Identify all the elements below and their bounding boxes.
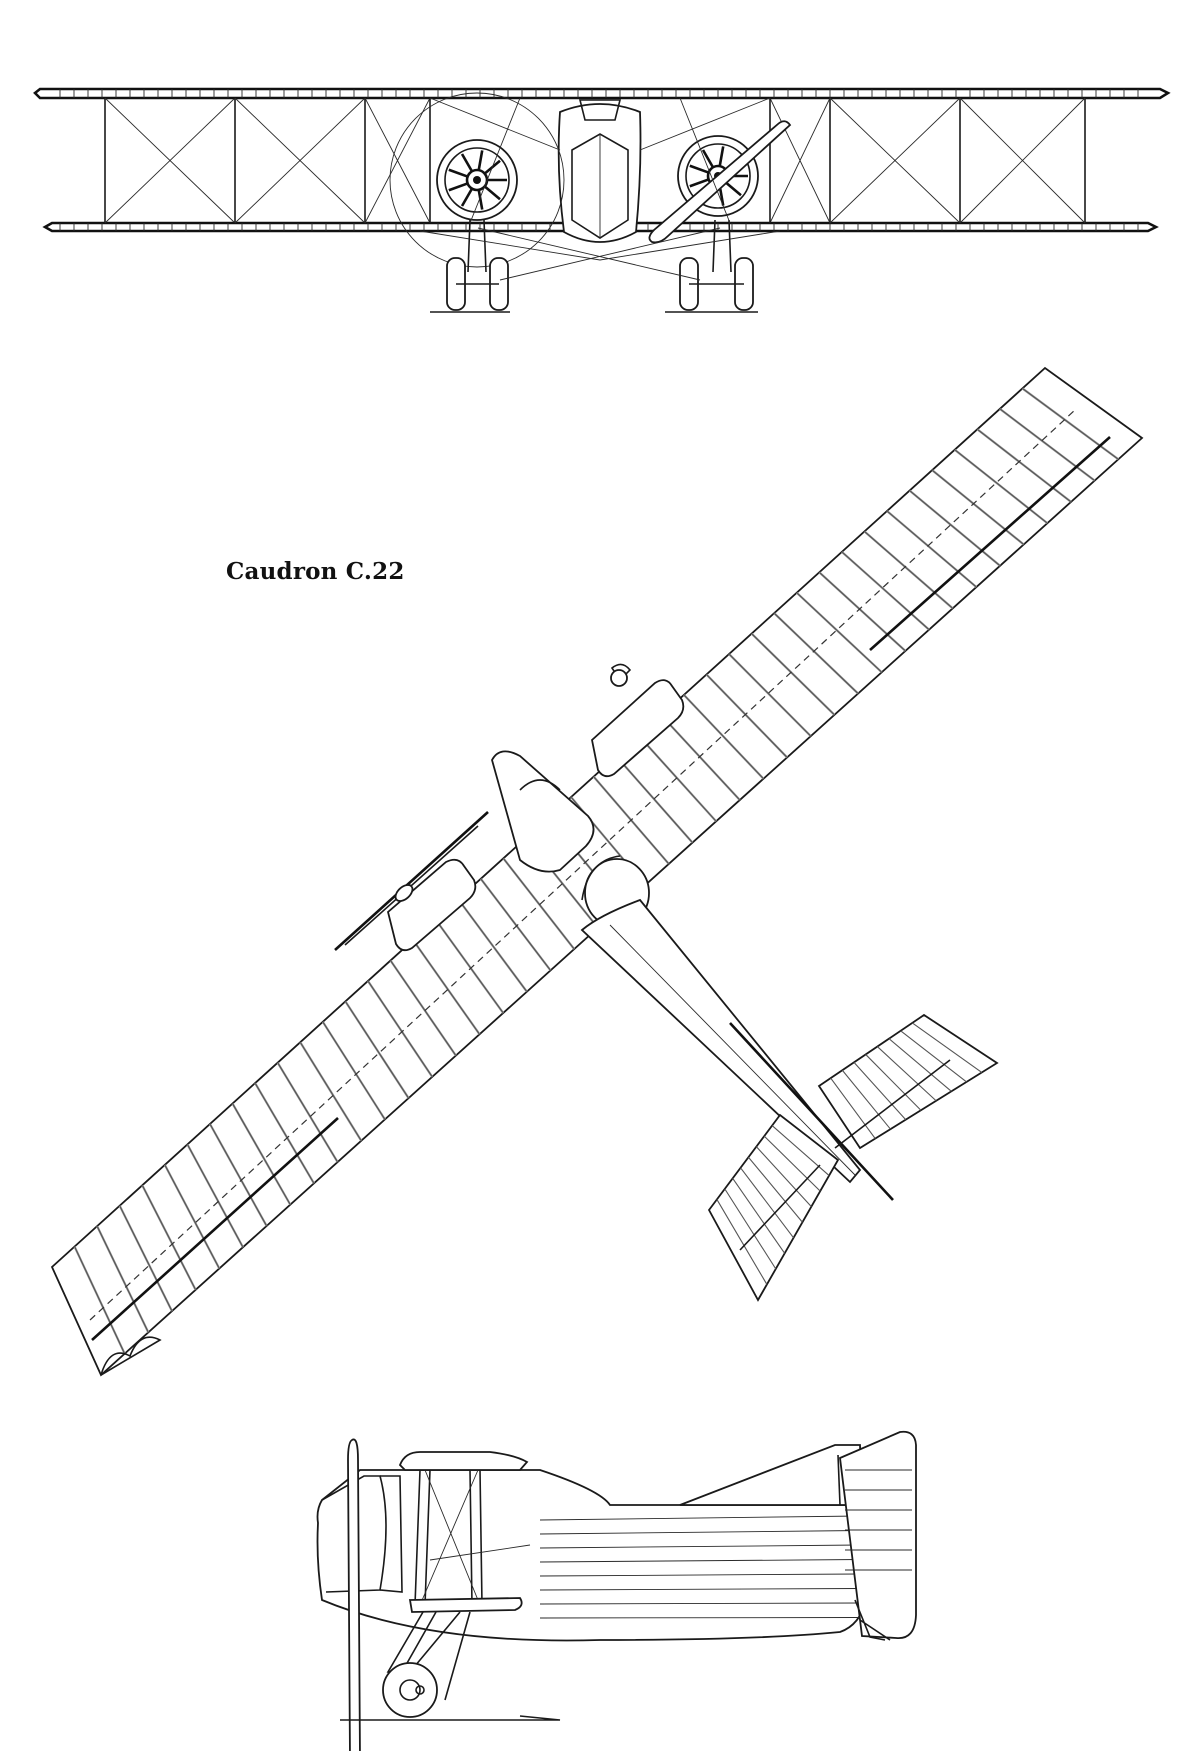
wing-struts-side <box>414 1469 483 1606</box>
drawing-caption: Caudron C.22 <box>226 558 405 585</box>
propeller-front <box>648 120 792 244</box>
landing-gear-side <box>340 1611 561 1721</box>
fuselage-nose-top <box>491 750 595 873</box>
top-view <box>50 366 1144 1377</box>
horizontal-tail-top <box>817 1013 999 1150</box>
fuselage-stringers-side <box>539 1515 861 1619</box>
left-nacelle-top <box>334 811 489 952</box>
undercarriage-front <box>430 219 758 313</box>
left-engine-front <box>389 92 565 268</box>
interplane-struts-front <box>104 97 1086 224</box>
side-view <box>316 1430 917 1751</box>
lower-wing-side <box>408 1597 523 1613</box>
fuselage-tail-top <box>580 898 862 1184</box>
wing-rib-ticks-front <box>59 89 1139 231</box>
rudder-ribs-side <box>845 1469 912 1571</box>
rudder-side <box>839 1430 917 1639</box>
front-view <box>33 87 1171 313</box>
upper-wing-side <box>398 1451 529 1471</box>
aileron-line-right <box>869 436 1111 651</box>
propeller-side <box>347 1438 361 1751</box>
fuselage-side <box>316 1469 867 1642</box>
right-engine-front <box>648 120 792 244</box>
tail-fin-side <box>679 1444 863 1506</box>
right-nacelle-top <box>591 663 685 778</box>
tail-ribs-top <box>716 1022 983 1285</box>
aileron-line-left <box>91 1117 339 1341</box>
upper-wing-front <box>33 87 1171 100</box>
lower-wing-front <box>42 221 1159 233</box>
